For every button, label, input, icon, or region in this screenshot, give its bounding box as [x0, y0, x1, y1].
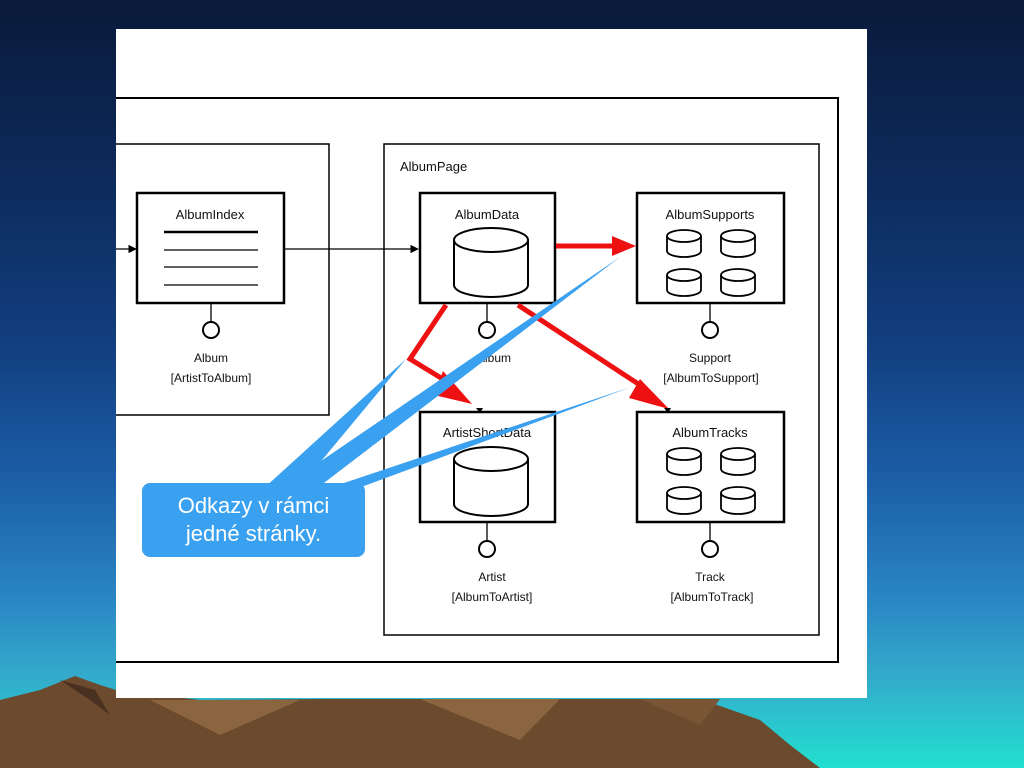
outer-frame: [116, 97, 839, 663]
multi-database-icon: [666, 447, 756, 515]
album-tracks-title: AlbumTracks: [672, 425, 748, 440]
highlighted-links: [406, 236, 669, 409]
album-tracks-link-label: Track: [695, 570, 726, 584]
mountain-highlight: [150, 700, 300, 735]
artist-short-data-unit: ArtistShortData Artist [AlbumToArtist]: [418, 410, 557, 604]
album-page-label: AlbumPage: [400, 159, 467, 174]
album-index-link-sublabel: [ArtistToAlbum]: [171, 371, 252, 385]
link-port-icon: [701, 321, 719, 339]
database-icon: [453, 227, 529, 298]
album-index-title: AlbumIndex: [176, 207, 245, 222]
album-index-unit: AlbumIndex Album [ArtistToAlbum]: [135, 191, 286, 385]
webml-diagram: AlbumPage AlbumIndex Album [ArtistToAlbu…: [116, 97, 839, 663]
artist-short-data-link-sublabel: [AlbumToArtist]: [452, 590, 533, 604]
link-port-icon: [202, 321, 220, 339]
album-supports-link-label: Support: [689, 351, 732, 365]
album-tracks-link-sublabel: [AlbumToTrack]: [671, 590, 754, 604]
artist-short-data-link-label: Artist: [478, 570, 506, 584]
multi-database-icon: [666, 229, 756, 297]
album-index-link-label: Album: [194, 351, 228, 365]
album-page-box: [383, 143, 820, 636]
slide-panel: AlbumPage AlbumIndex Album [ArtistToAlbu…: [116, 29, 867, 698]
left-page-box: [116, 143, 330, 416]
album-supports-link-sublabel: [AlbumToSupport]: [663, 371, 758, 385]
album-data-title: AlbumData: [455, 207, 520, 222]
callout-line-1: Odkazy v rámci: [177, 493, 330, 518]
callout-box: Odkazy v rámci jedné stránky.: [142, 483, 365, 557]
mountain-range: [0, 676, 820, 768]
callout-pointers: [263, 257, 631, 489]
album-tracks-unit: AlbumTracks Track [AlbumToTrack]: [635, 410, 786, 604]
mountain-highlight-3: [640, 699, 720, 725]
link-port-icon: [701, 540, 719, 558]
link-port-icon: [478, 321, 496, 339]
callout-line-2: jedné stránky.: [185, 521, 322, 546]
link-port-icon: [478, 540, 496, 558]
index-list-icon: [164, 230, 258, 286]
arrowhead-icon: [476, 408, 483, 413]
album-supports-title: AlbumSupports: [666, 207, 755, 222]
mountain-highlight-2: [420, 699, 560, 740]
album-data-unit: AlbumData Album: [418, 191, 557, 365]
album-supports-unit: AlbumSupports Support [AlbumToSupport]: [635, 191, 786, 385]
arrowhead-icon: [664, 408, 671, 413]
database-icon: [453, 446, 529, 517]
